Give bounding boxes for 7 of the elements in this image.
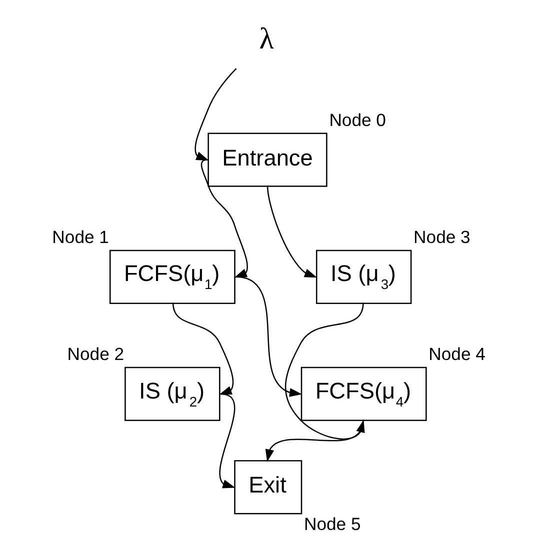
node-label: Node 4 — [428, 344, 485, 364]
node-label: Node 5 — [304, 514, 360, 534]
node-label: Node 2 — [66, 344, 124, 364]
node-text: λ — [258, 22, 274, 56]
node-label: Node 1 — [52, 227, 108, 248]
node-label: Node 3 — [413, 227, 470, 248]
node-label: Node 0 — [328, 110, 386, 130]
